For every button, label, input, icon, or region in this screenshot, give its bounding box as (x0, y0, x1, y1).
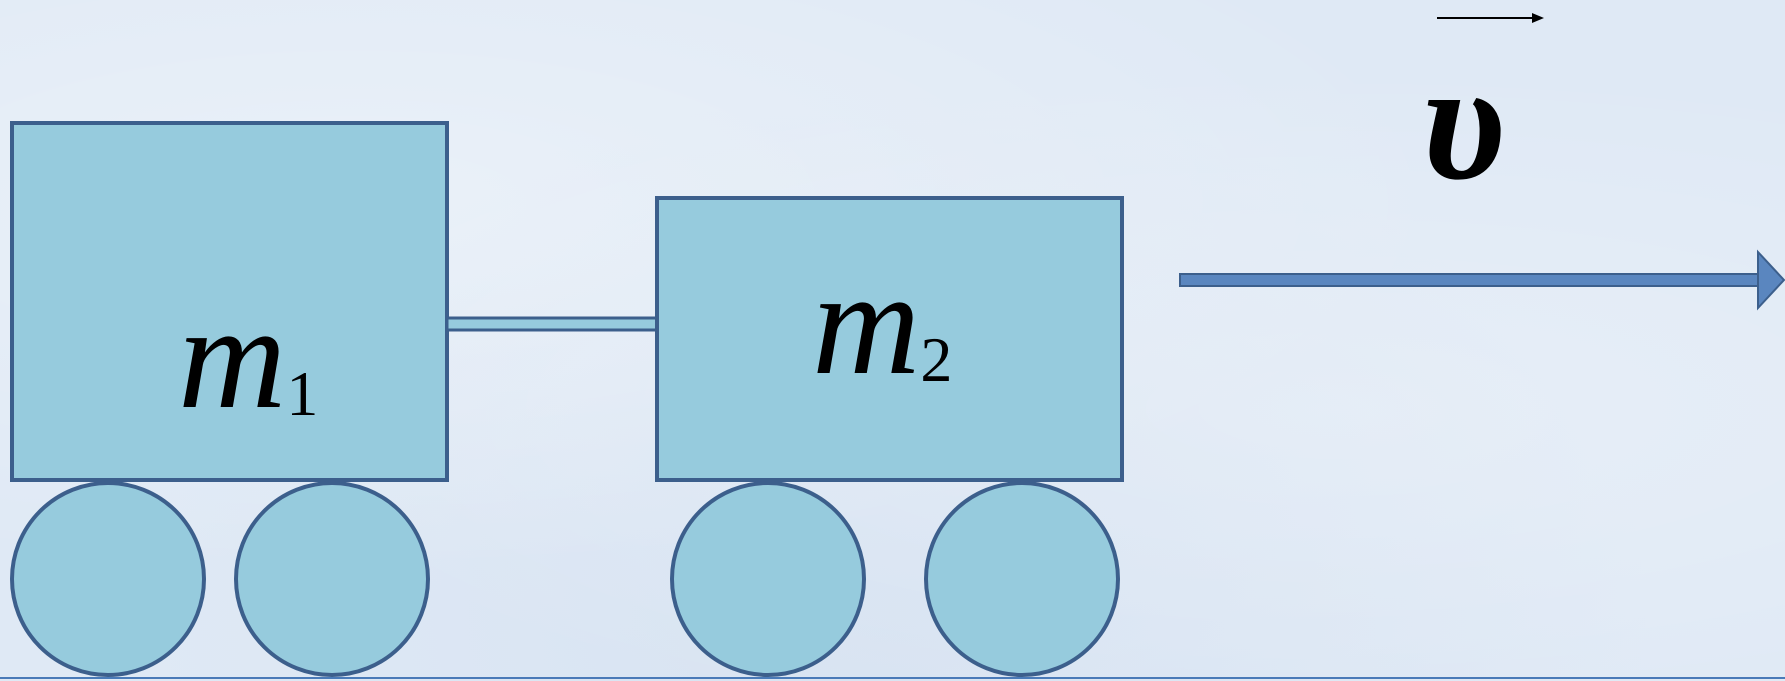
cart-1-wheel-left (10, 481, 206, 677)
cart-2-label-sub: 2 (920, 324, 952, 395)
cart-2-body (655, 196, 1124, 482)
cart-1-label-sub: 1 (286, 358, 318, 429)
velocity-symbol: υ (1422, 13, 1544, 215)
velocity-arrow-head (1757, 249, 1785, 311)
cart-2: m2 (655, 196, 1124, 677)
velocity-label: υ (1422, 27, 1505, 215)
cart-2-label-main: m (812, 240, 920, 406)
velocity-arrow (1179, 249, 1785, 311)
cart-1-wheel-right (234, 481, 430, 677)
svg-text:m2: m2 (812, 240, 952, 406)
cart-1-body (10, 121, 449, 482)
coupling-rod (445, 316, 659, 332)
cart-2-wheel-right (924, 481, 1120, 677)
cart-1: m1 (10, 121, 449, 677)
vector-arrow-head-icon (1532, 13, 1544, 23)
velocity-arrow-shaft (1179, 273, 1761, 287)
svg-text:m1: m1 (178, 274, 318, 440)
cart-2-wheel-left (670, 481, 866, 677)
cart-1-label-main: m (178, 274, 286, 440)
